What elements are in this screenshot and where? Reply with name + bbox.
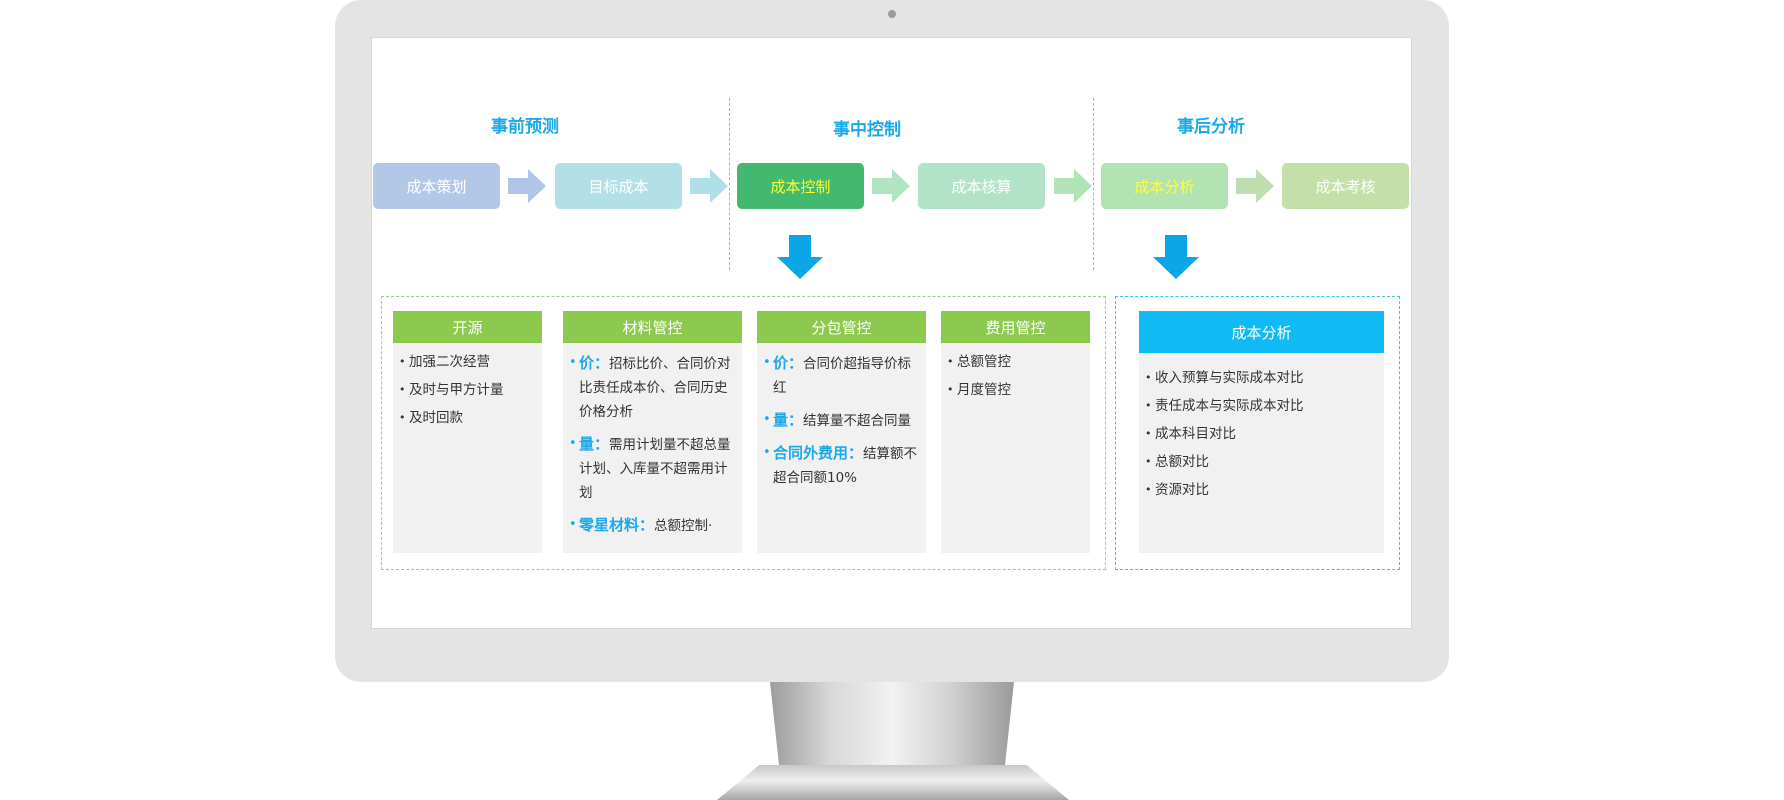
list-item: 成本科目对比: [1145, 423, 1378, 445]
list-item: 资源对比: [1145, 479, 1378, 501]
card-header-open-source: 开源: [393, 311, 542, 343]
item-text: 结算额不超合同额10%: [773, 446, 918, 486]
flow-step-target-cost: 目标成本: [555, 163, 682, 209]
card-header-expense-control: 费用管控: [941, 311, 1090, 343]
monitor-stand-base: [717, 765, 1069, 800]
list-item: 量：结算量不超合同量: [763, 408, 920, 433]
right-arrow-icon: [508, 169, 546, 203]
card-body-subcontract-control: 价：合同价超指导价标红 量：结算量不超合同量 合同外费用：结算额不超合同额10%: [757, 343, 926, 553]
card-body-cost-analysis: 收入预算与实际成本对比 责任成本与实际成本对比 成本科目对比 总额对比 资源对比: [1139, 353, 1384, 553]
card-header-cost-analysis: 成本分析: [1139, 311, 1384, 353]
monitor-screen: 事前预测 事中控制 事后分析 成本策划 目标成本 成本控制 成本核算 成本分析 …: [371, 37, 1412, 629]
list-item: 收入预算与实际成本对比: [1145, 367, 1378, 389]
list-item: 价：合同价超指导价标红: [763, 351, 920, 400]
item-text: 招标比价、合同价对比责任成本价、合同历史价格分析: [579, 356, 731, 420]
flow-step-cost-analysis: 成本分析: [1101, 163, 1228, 209]
camera-icon: [888, 10, 896, 18]
down-arrow-icon: [777, 235, 823, 279]
right-arrow-icon: [1236, 169, 1274, 203]
list-item: 加强二次经营: [399, 351, 536, 373]
list-item: 零星材料：总额控制·: [569, 513, 736, 538]
list-item: 总额管控: [947, 351, 1084, 373]
phase-title-after: 事后分析: [1177, 117, 1245, 137]
item-key: 零星材料：: [579, 516, 655, 534]
card-body-open-source: 加强二次经营 及时与甲方计量 及时回款: [393, 343, 542, 553]
item-key: 量：: [579, 435, 610, 453]
list-item: 及时回款: [399, 407, 536, 429]
flow-step-cost-control: 成本控制: [737, 163, 864, 209]
card-body-expense-control: 总额管控 月度管控: [941, 343, 1090, 553]
item-text: 合同价超指导价标红: [773, 356, 912, 396]
right-arrow-icon: [872, 169, 910, 203]
list-item: 价：招标比价、合同价对比责任成本价、合同历史价格分析: [569, 351, 736, 424]
list-item: 及时与甲方计量: [399, 379, 536, 401]
right-arrow-icon: [690, 169, 728, 203]
analysis-panel-group: [1115, 296, 1400, 570]
card-header-material-control: 材料管控: [563, 311, 742, 343]
item-text: 需用计划量不超总量计划、入库量不超需用计划: [579, 437, 731, 501]
right-arrow-icon: [1054, 169, 1092, 203]
item-key: 价：: [773, 354, 804, 372]
item-key: 价：: [579, 354, 610, 372]
flow-step-cost-planning: 成本策划: [373, 163, 500, 209]
phase-title-during: 事中控制: [833, 120, 901, 140]
list-item: 责任成本与实际成本对比: [1145, 395, 1378, 417]
monitor-stand-neck: [770, 682, 1014, 772]
phase-divider: [1093, 98, 1094, 270]
down-arrow-icon: [1153, 235, 1199, 279]
item-text: 结算量不超合同量: [803, 413, 912, 429]
card-body-material-control: 价：招标比价、合同价对比责任成本价、合同历史价格分析 量：需用计划量不超总量计划…: [563, 343, 742, 553]
list-item: 月度管控: [947, 379, 1084, 401]
flow-step-cost-assessment: 成本考核: [1282, 163, 1409, 209]
list-item: 合同外费用：结算额不超合同额10%: [763, 441, 920, 490]
list-item: 总额对比: [1145, 451, 1378, 473]
item-key: 合同外费用：: [773, 444, 864, 462]
item-key: 量：: [773, 411, 804, 429]
card-header-subcontract-control: 分包管控: [757, 311, 926, 343]
item-text: 总额控制·: [654, 518, 713, 534]
list-item: 量：需用计划量不超总量计划、入库量不超需用计划: [569, 432, 736, 505]
control-panel-group: [381, 296, 1106, 570]
phase-title-before: 事前预测: [491, 117, 559, 137]
flow-step-cost-accounting: 成本核算: [918, 163, 1045, 209]
phase-divider: [729, 98, 730, 270]
